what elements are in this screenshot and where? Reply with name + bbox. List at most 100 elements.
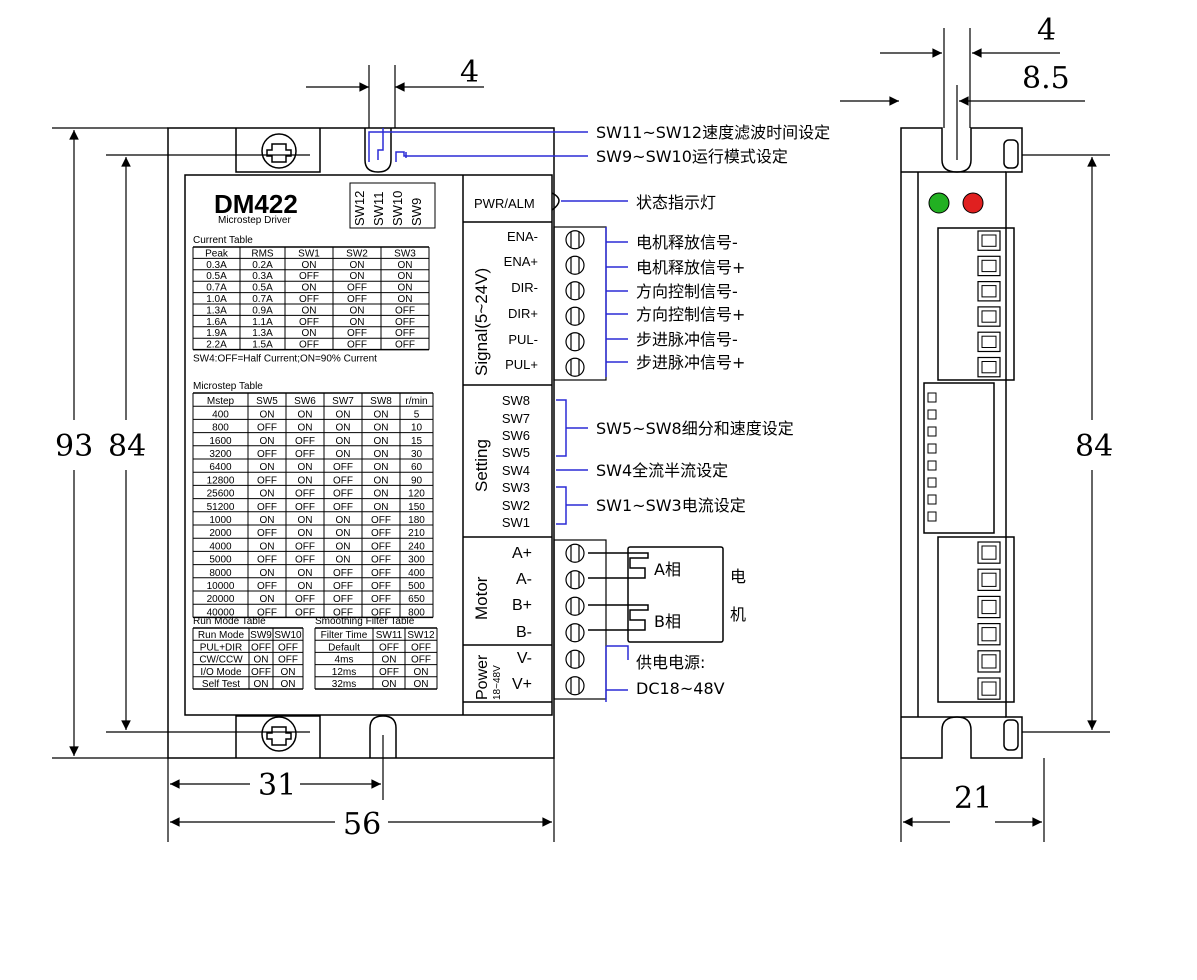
microstep-table-cell: 120	[408, 489, 425, 500]
microstep-table-cell: ON	[336, 409, 351, 420]
filter-table-cell: 12ms	[332, 667, 356, 678]
run-mode-table-header: SW9	[250, 630, 272, 641]
pin-label-sw5: SW5	[502, 445, 530, 460]
microstep-table-cell: OFF	[257, 581, 277, 592]
current-table-cell: 0.3A	[206, 260, 227, 271]
filter-table-cell: ON	[414, 667, 429, 678]
microstep-table-cell: ON	[260, 409, 275, 420]
screw-terminal-icon	[565, 649, 585, 669]
microstep-table-cell: ON	[298, 475, 313, 486]
microstep-table-cell: ON	[336, 515, 351, 526]
filter-table-cell: 4ms	[335, 655, 354, 666]
run-mode-table-cell: CW/CCW	[199, 655, 243, 666]
current-table-cell: ON	[350, 260, 365, 271]
microstep-table-header: r/min	[405, 396, 427, 407]
microstep-table-cell: OFF	[371, 581, 391, 592]
front-dimensions	[52, 65, 555, 842]
screw-terminal-icon	[565, 281, 585, 301]
motor-section-label: Motor	[472, 576, 491, 620]
side-slot	[977, 255, 1001, 277]
screw-terminal-icon	[565, 306, 585, 326]
microstep-table-cell: ON	[336, 541, 351, 552]
side-dip-block	[923, 382, 995, 534]
microstep-table-cell: OFF	[295, 594, 315, 605]
screw-terminal-icon	[565, 543, 585, 563]
microstep-table-cell: 4000	[209, 541, 232, 552]
microstep-table-cell: ON	[336, 449, 351, 460]
microstep-table-cell: 800	[408, 607, 425, 618]
filter-table-header: SW11	[376, 630, 403, 641]
side-slot	[977, 230, 1001, 251]
current-table-cell: ON	[302, 260, 317, 271]
run-mode-table-cell: Self Test	[202, 679, 240, 690]
microstep-table-cell: OFF	[333, 581, 353, 592]
green-led-icon	[928, 192, 950, 214]
microstep-table-cell: 210	[408, 528, 425, 539]
current-table-header: Peak	[205, 248, 229, 259]
run-mode-table-cell: I/O Mode	[200, 667, 242, 678]
microstep-table-cell: ON	[374, 502, 389, 513]
dip-label-sw12: SW12	[352, 191, 367, 226]
side-terminal-upper	[937, 227, 1015, 381]
side-dip-switch	[927, 392, 937, 403]
run-mode-table-cell: OFF	[251, 667, 271, 678]
side-slot-inner	[981, 654, 997, 669]
pin-label-sw3: SW3	[502, 480, 530, 495]
setting-section-label: Setting	[472, 439, 491, 492]
microstep-table-cell: 1600	[209, 436, 232, 447]
microstep-table-cell: OFF	[257, 423, 277, 434]
current-table-cell: 2.2A	[206, 340, 227, 351]
current-table-cell: ON	[350, 317, 365, 328]
microstep-table-cell: ON	[374, 462, 389, 473]
microstep-table-cell: ON	[298, 409, 313, 420]
anno-status-led: 状态指示灯	[636, 193, 716, 212]
current-table-cell: 1.5A	[252, 340, 273, 351]
run-mode-table-cell: ON	[254, 679, 269, 690]
current-table-cell: 1.1A	[252, 317, 273, 328]
microstep-table-title: Microstep Table	[193, 381, 263, 392]
filter-table-header: SW12	[407, 630, 435, 641]
run-mode-table-header: Run Mode	[198, 630, 245, 641]
microstep-table-header: Mstep	[207, 396, 235, 407]
current-table-cell: OFF	[299, 271, 319, 282]
motor-coil-diagram	[588, 546, 724, 643]
pin-label-vminus: V-	[517, 650, 532, 667]
microstep-table-cell: OFF	[295, 555, 315, 566]
microstep-table-header: SW6	[294, 396, 316, 407]
model-subtitle: Microstep Driver	[218, 215, 291, 226]
current-table-cell: OFF	[395, 328, 415, 339]
anno-signal-4: 方向控制信号+	[636, 305, 745, 324]
run-mode-table-cell: ON	[254, 655, 269, 666]
screw-terminal-icon	[565, 230, 585, 250]
motor-char-1: 电	[730, 567, 746, 586]
dip-box	[349, 182, 436, 229]
side-dip-switch	[927, 477, 937, 488]
current-table-cell: 0.7A	[252, 294, 273, 305]
power-section-label: Power	[474, 654, 491, 700]
microstep-table-cell: ON	[374, 449, 389, 460]
dim-side-width: 21	[954, 781, 992, 816]
microstep-table-cell: 3200	[209, 449, 232, 460]
current-table-cell: OFF	[299, 317, 319, 328]
microstep-table-cell: ON	[260, 462, 275, 473]
pwr-alm-label: PWR/ALM	[474, 196, 535, 211]
phase-b-label: B相	[654, 612, 681, 631]
run-mode-table-title: Run Mode Table	[193, 616, 266, 627]
microstep-table-cell: OFF	[295, 607, 315, 618]
microstep-table-cell: 400	[212, 409, 229, 420]
microstep-table-cell: ON	[336, 436, 351, 447]
current-table-cell: OFF	[395, 317, 415, 328]
microstep-table-cell: ON	[260, 436, 275, 447]
side-slot	[977, 306, 1001, 327]
filter-table-cell: ON	[382, 655, 397, 666]
side-outline	[900, 127, 1023, 759]
screw-terminal-icon	[565, 623, 585, 643]
red-led-icon	[962, 192, 984, 214]
microstep-table-cell: 10000	[207, 581, 235, 592]
current-table-cell: OFF	[395, 305, 415, 316]
microstep-table-cell: 5000	[209, 555, 232, 566]
pin-label-sw7: SW7	[502, 411, 530, 426]
microstep-table-cell: ON	[298, 462, 313, 473]
microstep-table-cell: OFF	[333, 462, 353, 473]
microstep-table-cell: OFF	[333, 489, 353, 500]
